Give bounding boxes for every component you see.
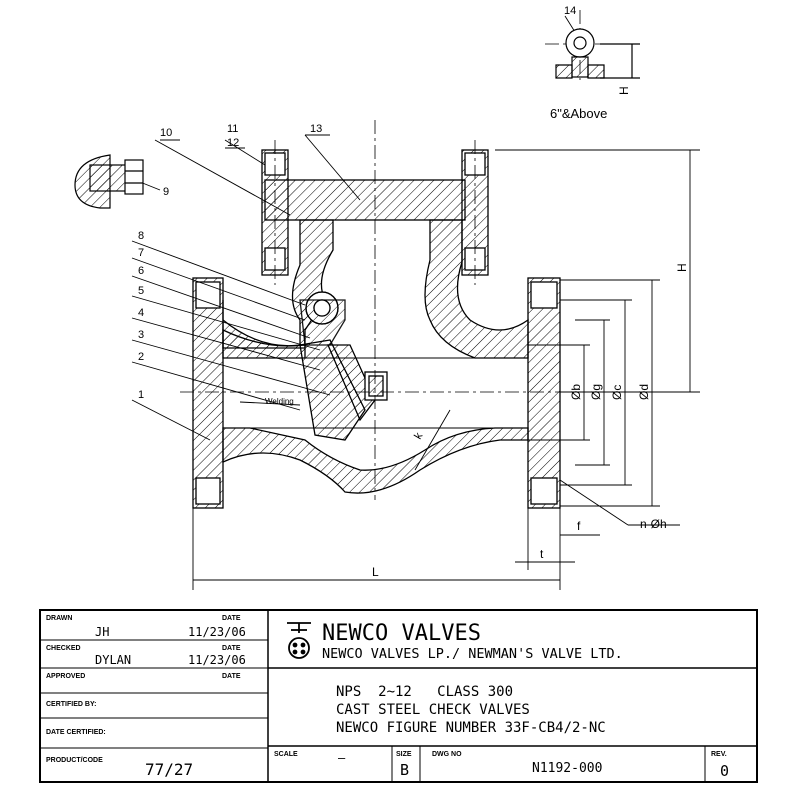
size-value: B (400, 761, 409, 779)
part-number: 12 (227, 137, 239, 149)
description-line-2: CAST STEEL CHECK VALVES (336, 702, 530, 718)
date-label: DATE (222, 673, 241, 680)
part-number-labels: 1 2 3 4 5 6 7 8 9 10 11 12 13 14 6"&Abov… (138, 5, 607, 406)
part-number: 1 (138, 389, 144, 401)
valve-body (192, 149, 561, 509)
dwg-no-value: N1192-000 (532, 761, 602, 776)
size-label: SIZE (396, 751, 412, 758)
title-block (39, 609, 758, 783)
part-number: 2 (138, 351, 144, 363)
product-label: PRODUCT/CODE (46, 757, 103, 764)
part-number: 10 (160, 127, 172, 139)
part-number: 7 (138, 247, 144, 259)
detail-note: 6"&Above (550, 106, 607, 121)
dim-h-side-label: H (675, 263, 689, 272)
welding-label: Welding (265, 397, 294, 406)
checked-by: DYLAN (95, 653, 131, 667)
dim-f-label: f (577, 519, 581, 533)
dim-c-label: Øc (610, 385, 624, 400)
company-name: NEWCO VALVES (322, 621, 481, 646)
rev-value: 0 (720, 762, 729, 780)
date-label: DATE (222, 645, 241, 652)
part-number: 4 (138, 307, 144, 319)
part-leaders (131, 15, 581, 441)
part-number: 3 (138, 329, 144, 341)
dim-h-detail-label: H (617, 86, 631, 95)
part-number: 6 (138, 265, 144, 277)
title-block-text: DRAWN JH DATE 11/23/06 CHECKED DYLAN DAT… (46, 615, 729, 780)
part-number: 13 (310, 123, 322, 135)
product-code: 77/27 (145, 760, 193, 779)
dim-d-label: Ød (637, 384, 651, 400)
drawn-label: DRAWN (46, 615, 72, 622)
newco-logo-icon (287, 622, 311, 659)
drawn-by: JH (95, 625, 109, 639)
dim-t-label: t (540, 547, 544, 561)
approved-label: APPROVED (46, 673, 85, 680)
checked-label: CHECKED (46, 645, 81, 652)
dimension-labels: Øb Øg Øc Ød H H L t f k n-Øh (372, 86, 689, 579)
company-subtitle: NEWCO VALVES LP./ NEWMAN'S VALVE LTD. (322, 646, 623, 662)
dim-b-label: Øb (569, 384, 583, 400)
drawn-date: 11/23/06 (188, 625, 246, 639)
part-number: 14 (564, 5, 576, 17)
dim-holes-label: n-Øh (640, 517, 667, 531)
dim-k-label: k (412, 430, 425, 441)
part-number: 8 (138, 230, 144, 242)
date-label: DATE (222, 615, 241, 622)
detail-14 (555, 28, 640, 79)
part-number: 9 (163, 186, 169, 198)
description-line-3: NEWCO FIGURE NUMBER 33F-CB4/2-NC (336, 720, 606, 736)
part-number: 5 (138, 285, 144, 297)
dimension-lines (192, 149, 700, 590)
certified-label: CERTIFIED BY: (46, 701, 96, 708)
dwg-no-label: DWG NO (432, 751, 462, 758)
part-number: 11 (227, 123, 238, 135)
detail-9 (74, 154, 144, 209)
scale-label: SCALE (274, 751, 298, 758)
rev-label: REV. (711, 751, 727, 758)
dim-l-label: L (372, 565, 379, 579)
date-certified-label: DATE CERTIFIED: (46, 729, 106, 736)
description-line-1: NPS 2~12 CLASS 300 (336, 684, 513, 700)
checked-date: 11/23/06 (188, 653, 246, 667)
scale-value: — (338, 751, 346, 765)
dim-g-label: Øg (589, 384, 603, 400)
